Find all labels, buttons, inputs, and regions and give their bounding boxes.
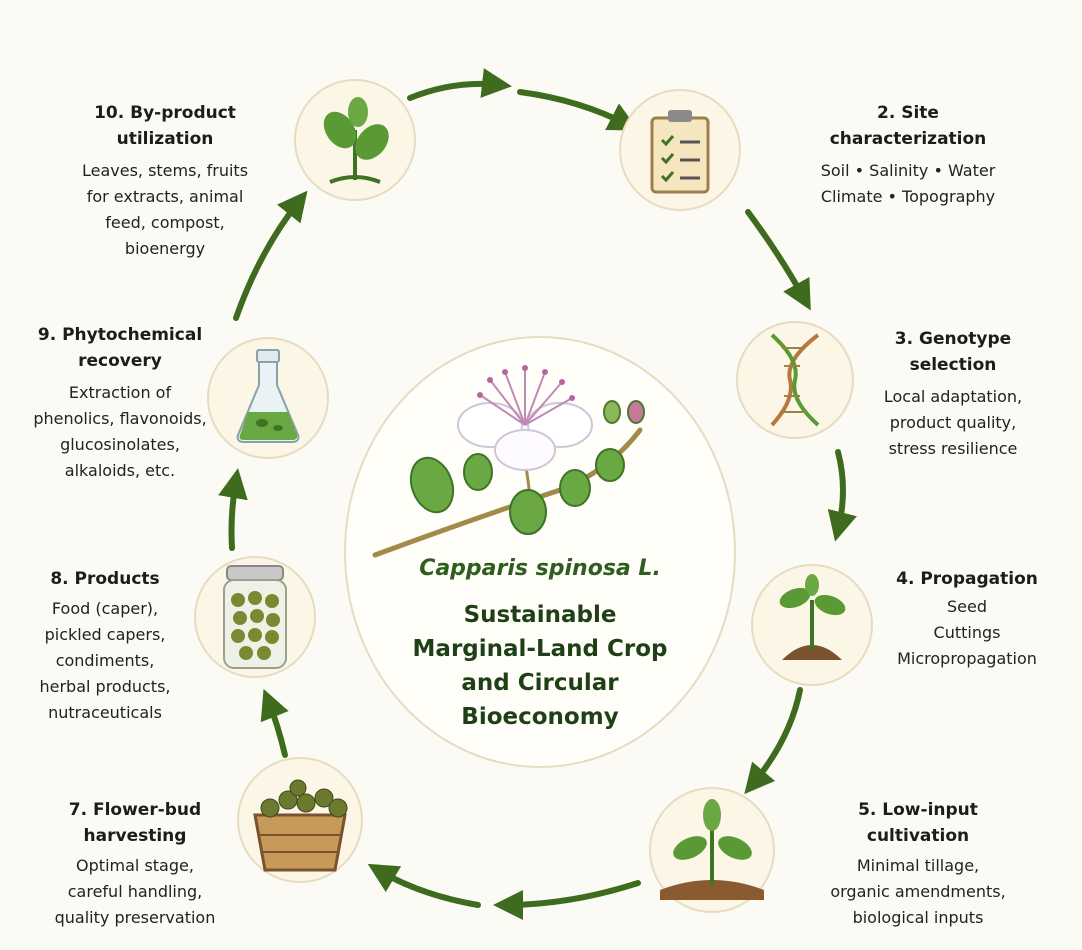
arrow-10-to-2 [407,68,512,101]
step-description: Optimal stage, careful handling, quality… [54,856,216,927]
arrow-7-to-8 [260,688,289,758]
step-10-by-product-utilization: 10. By-product utilization Leaves, stems… [60,100,270,262]
clipboard-checklist-icon [650,110,710,194]
step-2-icon-circle [619,89,741,211]
step-7-flower-bud-harvesting: 7. Flower-bud harvesting Optimal stage, … [30,797,240,931]
step-title: 2. Site characterization [829,103,987,149]
step-title: 8. Products [50,569,160,589]
step-description: Soil • Salinity • Water Climate • Topogr… [820,161,996,206]
step-title: 10. By-product utilization [94,103,236,149]
step-9-icon-circle [207,337,329,459]
step-description: Minimal tillage, organic amendments, bio… [830,856,1006,927]
step-title: 9. Phytochemical recovery [37,325,203,371]
sprout-in-soil-icon [779,574,846,660]
arrow-2-to-2 [517,89,639,131]
step-title: 5. Low-input cultivation [858,800,978,846]
arrow-2-to-3 [745,209,811,311]
arrow-3-to-4 [827,449,857,542]
seedling-icon [323,97,389,184]
step-3-genotype-selection: 3. Genotype selection Local adaptation, … [858,326,1048,462]
cycle-arrows [218,68,857,920]
arrow-8-to-9 [218,468,248,551]
step-5-low-input-cultivation: 5. Low-input cultivation Minimal tillage… [808,797,1028,931]
step-5-icon-circle [649,787,775,913]
step-4-icon-circle [751,564,873,686]
arrow-9-to-10 [233,190,308,321]
basket-of-buds-icon [253,779,348,872]
step-description: Leaves, stems, fruits for extracts, anim… [81,161,249,258]
step-10-icon-circle [294,79,416,201]
step-description: Food (caper), pickled capers, condiments… [39,599,171,722]
step-title: 4. Propagation [896,569,1038,589]
step-description: Extraction of phenolics, flavonoids, glu… [33,383,207,480]
arrow-4-to-5 [744,687,803,795]
step-2-site-characterization: 2. Site characterization Soil • Salinity… [778,100,1038,210]
arrow-5b-to-7 [367,863,481,908]
dna-icon [770,333,820,427]
step-9-phytochemical-recovery: 9. Phytochemical recovery Extraction of … [15,322,225,484]
center-species-name: Capparis spinosa L. [419,556,661,581]
center-title: Sustainable Marginal-Land Crop and Circu… [412,602,668,730]
arrow-5-to-7 [493,880,641,920]
caper-flower-illustration [372,365,645,558]
flask-extract-icon [236,349,300,443]
step-description: Seed Cuttings Micropropagation [897,597,1037,668]
step-4-propagation: 4. Propagation Seed Cuttings Micropropag… [872,566,1062,672]
step-7-icon-circle [237,757,363,883]
jar-of-capers-icon [223,565,287,669]
step-3-icon-circle [736,321,854,439]
step-8-icon-circle [194,556,316,678]
plant-in-field-icon [660,799,764,900]
step-title: 7. Flower-bud harvesting [68,800,202,846]
step-8-products: 8. Products Food (caper), pickled capers… [10,566,200,726]
center-oval [344,336,736,768]
step-description: Local adaptation, product quality, stres… [883,387,1023,458]
step-title: 3. Genotype selection [894,329,1012,375]
